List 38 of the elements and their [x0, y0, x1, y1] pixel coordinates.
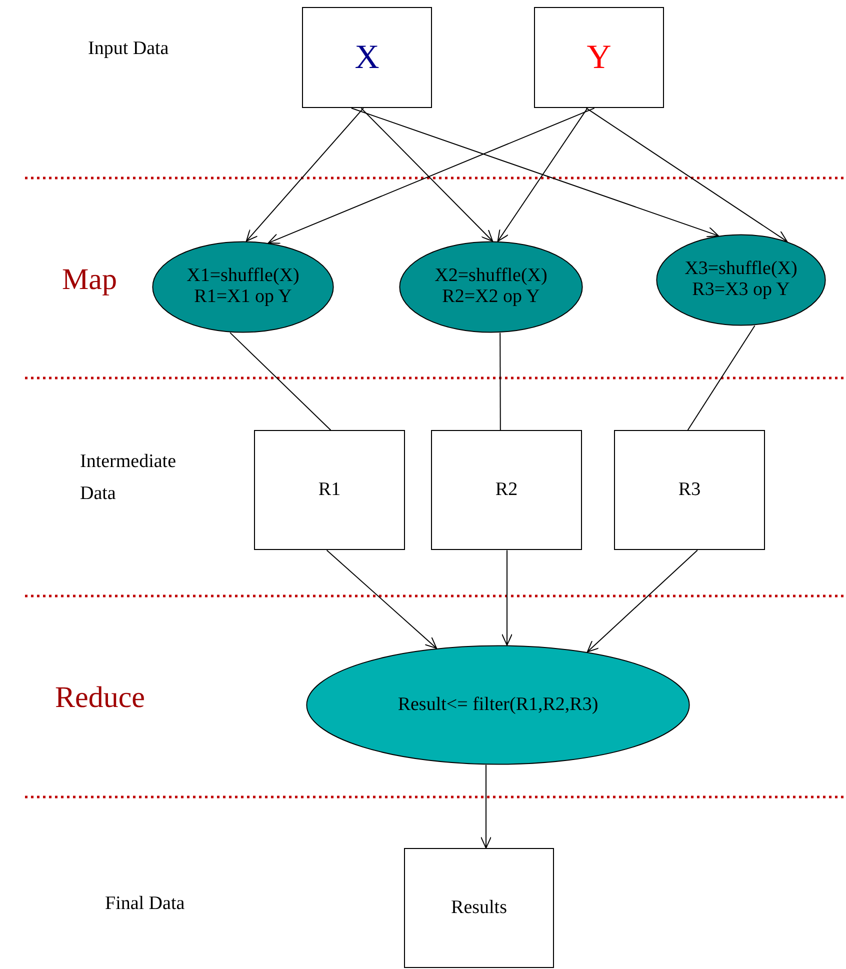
arrow [326, 550, 437, 649]
process-ellipse [656, 234, 826, 326]
arrow [246, 108, 364, 242]
row-label: Input Data [88, 38, 169, 61]
connector-line [687, 325, 756, 431]
arrow [268, 108, 595, 244]
node-text: X3=shuffle(X) R3=X3 op Y [684, 259, 798, 301]
data-box [431, 430, 582, 550]
connector-line [500, 332, 501, 431]
node-text: X2=shuffle(X) R2=X2 op Y [434, 266, 548, 308]
arrow [497, 108, 588, 242]
node-text: Y [586, 38, 612, 76]
node-text: X1=shuffle(X) R1=X1 op Y [186, 266, 300, 308]
node-text: Results [451, 898, 507, 918]
arrow [586, 108, 788, 242]
connector-line [230, 332, 332, 431]
node-text: R1 [318, 480, 341, 500]
arrow [480, 764, 492, 849]
stage-label: Map [62, 262, 117, 298]
data-box [302, 7, 432, 108]
node-text: X [354, 38, 380, 76]
row-label: Final Data [105, 893, 185, 916]
process-ellipse [152, 241, 334, 333]
arrow [350, 108, 719, 238]
data-box [614, 430, 765, 550]
process-ellipse [399, 241, 583, 333]
node-text: R3 [678, 480, 701, 500]
data-box [404, 848, 554, 968]
arrow [586, 550, 698, 652]
node-text: R2 [495, 480, 518, 500]
process-ellipse [306, 645, 690, 765]
arrow [502, 550, 512, 646]
node-text: Result<= filter(R1,R2,R3) [398, 694, 598, 716]
row-label: Intermediate Data [80, 450, 178, 506]
data-box [254, 430, 405, 550]
arrow [360, 108, 494, 242]
stage-label: Reduce [55, 680, 145, 716]
data-box [534, 7, 664, 108]
